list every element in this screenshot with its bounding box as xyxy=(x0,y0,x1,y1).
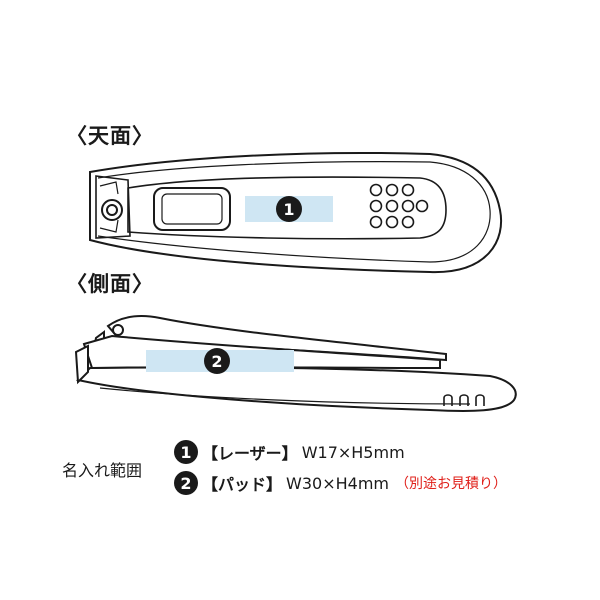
legend-size-pad: W30×H4mm xyxy=(286,473,389,493)
legend-marker-1-icon: 1 xyxy=(174,440,198,464)
marker-2-text: 2 xyxy=(211,352,222,371)
side-view-label: 〈側面〉 xyxy=(66,272,154,296)
marker-2-icon xyxy=(204,348,230,374)
legend-marker-2-icon: 2 xyxy=(174,471,198,495)
marker-1-icon xyxy=(276,196,302,222)
top-view-grip-dots xyxy=(369,183,429,229)
side-view-clipper xyxy=(74,315,517,412)
legend-size-laser: W17×H5mm xyxy=(301,442,405,462)
legend-row-pad: 2 【パッド】 W30×H4mm （別途お見積り） xyxy=(174,470,507,496)
legend-quote-note: （別途お見積り） xyxy=(394,476,507,492)
imprint-area-title: 名入れ範囲 xyxy=(62,461,143,480)
legend-method-laser: 【レーザー】 xyxy=(202,444,298,463)
legend-row-laser: 1 【レーザー】 W17×H5mm xyxy=(174,439,405,465)
marker-1-text: 1 xyxy=(283,200,294,219)
legend-method-pad: 【パッド】 xyxy=(202,475,283,494)
top-view-label: 〈天面〉 xyxy=(66,124,154,148)
